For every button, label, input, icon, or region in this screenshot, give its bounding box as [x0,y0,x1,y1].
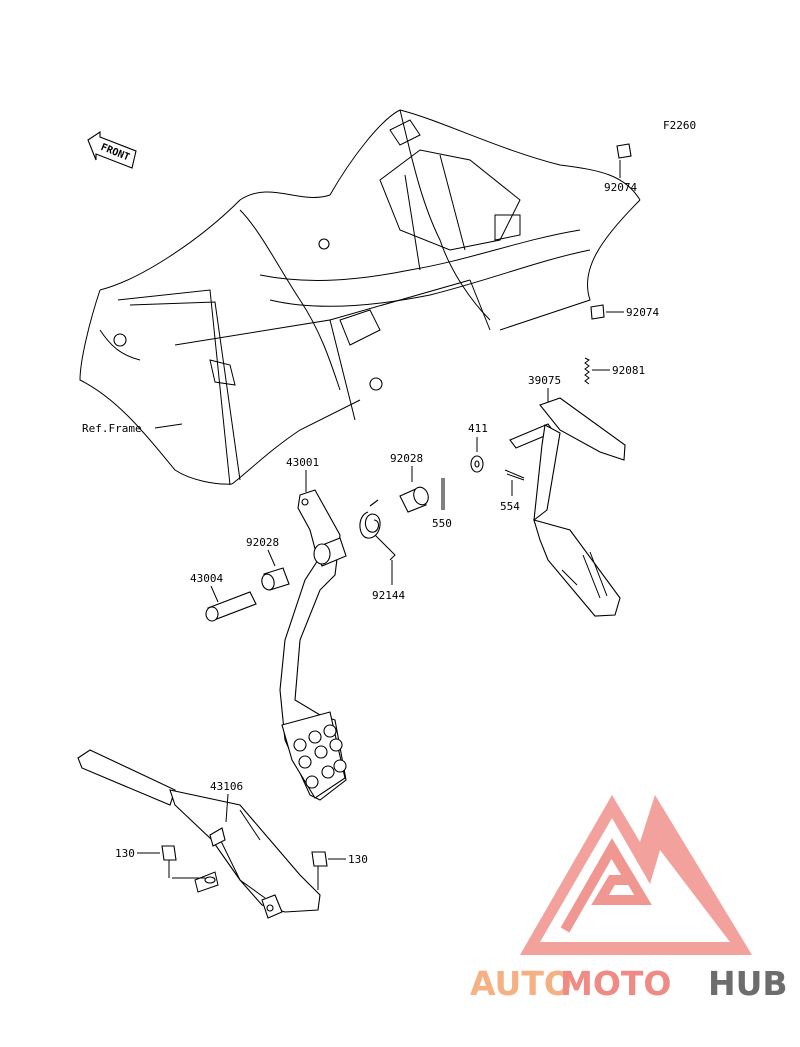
part-92081-spring: 92081 [584,357,645,385]
svg-text:411: 411 [468,422,488,435]
part-130-left-bolt: 130 [115,845,205,879]
svg-text:92144: 92144 [372,589,405,602]
watermark-word-1: AUTO [470,964,572,1003]
ref-frame-label: Ref.Frame [82,422,142,435]
svg-text:554: 554 [500,500,520,513]
svg-text:92028: 92028 [246,536,279,549]
watermark-word-2: MOTO [560,964,671,1003]
part-92144-spring: 92144 [359,499,405,602]
part-92028-left-bushing: 92028 [246,536,290,591]
svg-text:43004: 43004 [190,572,223,585]
svg-text:130: 130 [348,853,368,866]
svg-text:130: 130 [115,847,135,860]
part-43001-label: 43001 [286,456,319,469]
svg-text:92028: 92028 [390,452,423,465]
part-554-pin: 554 [500,469,525,513]
svg-text:550: 550 [432,517,452,530]
part-130-right-bolt: 130 [311,851,368,890]
frame-outline [79,109,641,486]
automotohub-logo: AUTO MOTO HUB [470,795,788,1003]
diagram-code: F2260 [663,119,696,132]
part-92074-top: 92074 [604,143,637,194]
front-arrow-icon: FRONT [87,130,137,169]
part-411-washer: 411 [468,422,488,473]
watermark-word-3: HUB [708,964,788,1003]
part-39075-pedal [509,397,626,617]
svg-text:92074: 92074 [604,181,637,194]
part-39075-label: 39075 [528,374,561,387]
part-43004-pin: 43004 [190,572,257,622]
svg-text:43106: 43106 [210,780,243,793]
part-550-pin: 550 [432,478,452,530]
part-43106-lever: 43106 [77,749,321,919]
svg-text:92081: 92081 [612,364,645,377]
svg-text:92074: 92074 [626,306,659,319]
part-92028-top-bushing: 92028 [390,452,429,513]
part-43001-pedal [279,489,347,801]
part-92074-mid: 92074 [590,304,659,320]
